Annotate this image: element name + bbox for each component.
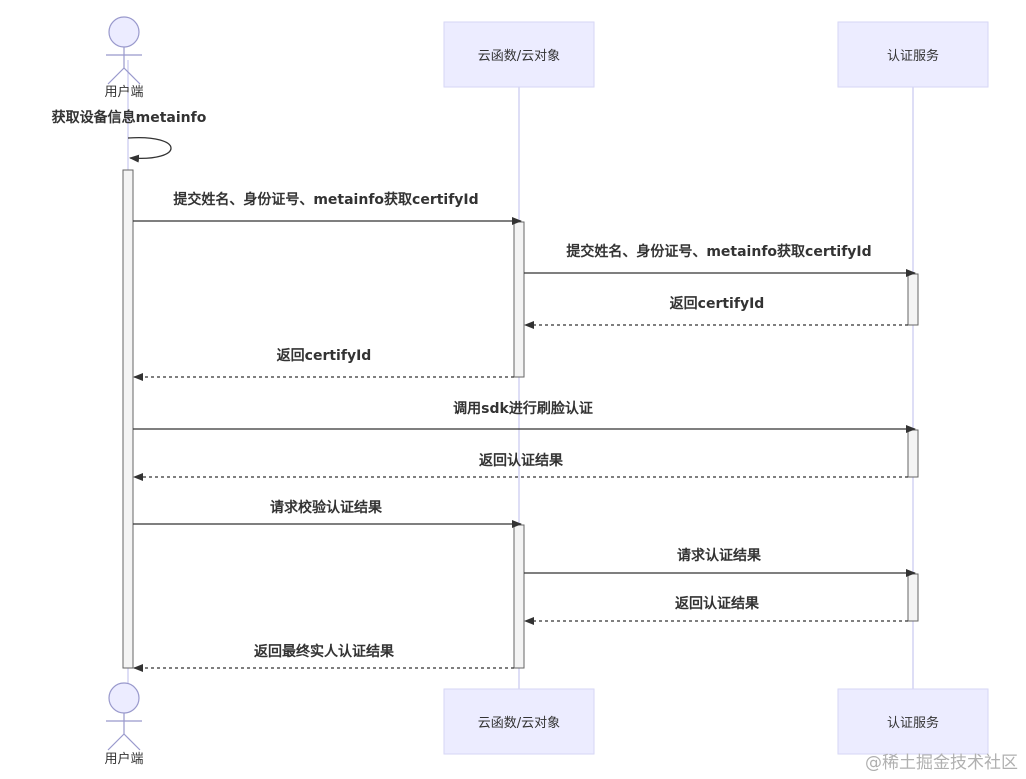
activation-auth-2 <box>907 429 919 478</box>
message-2-label: 提交姓名、身份证号、metainfo获取certifyId <box>566 243 871 260</box>
message-3-label: 返回certifyId <box>670 295 765 312</box>
message-5-label: 调用sdk进行刷脸认证 <box>453 400 593 417</box>
participant-auth-bottom: 认证服务 <box>837 688 989 755</box>
participant-cloud-top-label: 云函数/云对象 <box>478 49 560 64</box>
activation-user <box>122 169 134 669</box>
actor-user-top: 用户端 <box>104 16 144 100</box>
message-4-label: 返回certifyId <box>277 347 372 364</box>
participant-cloud-bottom: 云函数/云对象 <box>443 688 595 755</box>
self-message-arrow <box>127 136 172 163</box>
participant-auth-bottom-label: 认证服务 <box>887 715 939 731</box>
self-message: 获取设备信息metainfo <box>52 109 207 163</box>
message-6-label: 返回认证结果 <box>479 452 564 469</box>
activation-auth-3 <box>907 573 919 622</box>
actor-user-top-label: 用户端 <box>104 84 143 100</box>
participant-cloud-bottom-label: 云函数/云对象 <box>478 716 560 731</box>
message-9-label: 返回认证结果 <box>675 595 760 612</box>
participant-cloud-top: 云函数/云对象 <box>443 21 595 88</box>
message-1-label: 提交姓名、身份证号、metainfo获取certifyId <box>173 191 478 208</box>
message-10-label: 返回最终实人认证结果 <box>254 643 395 660</box>
activation-auth-1 <box>907 273 919 326</box>
message-8-label: 请求认证结果 <box>677 547 762 564</box>
actor-user-bottom: 用户端 <box>104 682 144 767</box>
watermark: @稀土掘金技术社区 <box>865 753 1018 773</box>
participant-auth-top: 认证服务 <box>837 21 989 88</box>
activation-cloud-2 <box>513 524 525 669</box>
message-7-label: 请求校验认证结果 <box>270 499 383 516</box>
self-message-label: 获取设备信息metainfo <box>52 109 207 126</box>
actor-user-bottom-label: 用户端 <box>104 751 143 767</box>
activation-cloud-1 <box>513 221 525 378</box>
participant-auth-top-label: 认证服务 <box>887 48 939 64</box>
